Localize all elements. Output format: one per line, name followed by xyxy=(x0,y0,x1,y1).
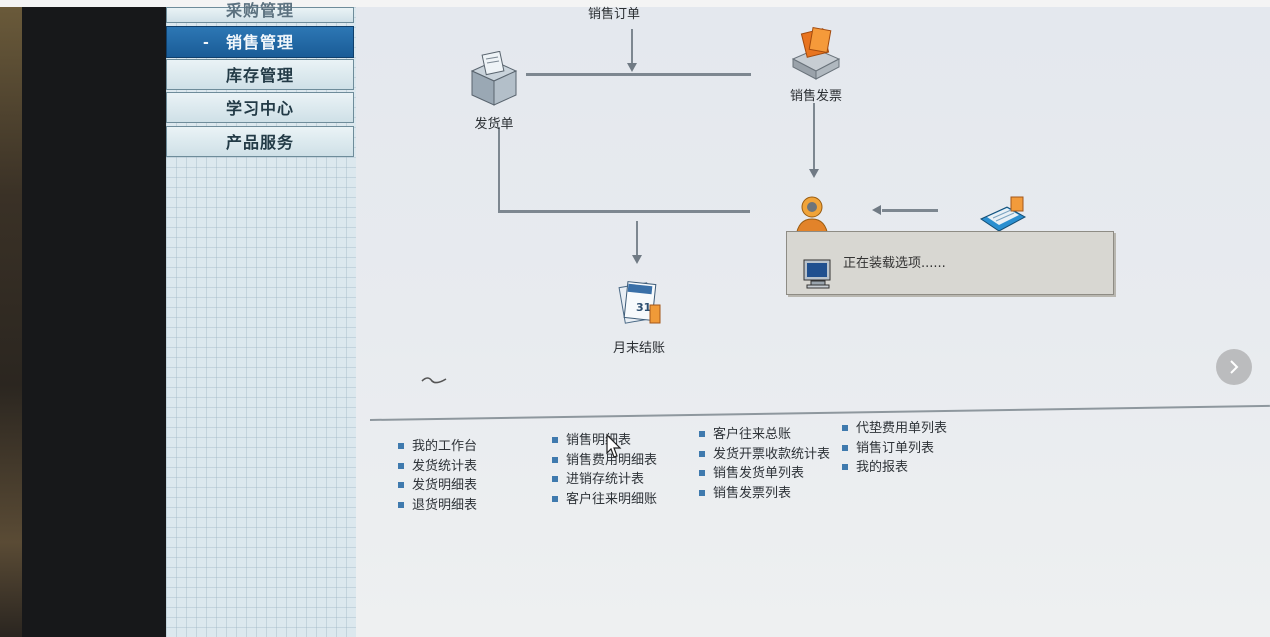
report-column-4: 代垫费用单列表 销售订单列表 我的报表 xyxy=(840,419,947,478)
svg-text:31: 31 xyxy=(636,301,651,314)
arrow-down-icon xyxy=(632,255,642,264)
flow-node-label: 销售发票 xyxy=(789,89,842,104)
flow-node-calculator[interactable] xyxy=(976,193,1030,241)
report-link[interactable]: 进销存统计表 xyxy=(550,470,657,490)
sidebar-item-service[interactable]: 产品服务 xyxy=(166,126,354,157)
flow-diagram: 销售订单 发货单 xyxy=(356,7,1270,417)
report-link[interactable]: 销售费用明细表 xyxy=(550,451,657,471)
report-link[interactable]: 代垫费用单列表 xyxy=(840,419,947,439)
main-panel: 销售订单 发货单 xyxy=(356,7,1270,637)
sidebar-item-label: 销售管理 xyxy=(225,33,294,52)
sidebar-item-sales[interactable]: - 销售管理 xyxy=(166,26,354,58)
arrow-down-icon xyxy=(627,63,637,72)
loading-dialog: 正在装载选项...... xyxy=(786,231,1114,295)
report-link[interactable]: 销售发货单列表 xyxy=(697,464,830,484)
flow-node-label: 月末结账 xyxy=(612,341,665,356)
arrow-left-icon xyxy=(872,205,881,215)
report-link[interactable]: 发货开票收款统计表 xyxy=(697,445,830,465)
sidebar-item-label: 产品服务 xyxy=(225,133,294,152)
flow-line xyxy=(498,210,750,213)
sidebar-item-inventory[interactable]: 库存管理 xyxy=(166,59,354,90)
report-column-3: 客户往来总账 发货开票收款统计表 销售发货单列表 销售发票列表 xyxy=(697,425,830,503)
flow-line xyxy=(813,103,815,169)
mouse-pointer-icon xyxy=(606,433,622,458)
flow-line xyxy=(631,29,633,65)
flow-node-label: 发货单 xyxy=(474,117,514,132)
invoice-icon xyxy=(791,27,841,80)
flow-line xyxy=(526,73,751,76)
active-marker: - xyxy=(203,35,210,51)
flow-line xyxy=(636,221,638,255)
report-link[interactable]: 发货明细表 xyxy=(396,476,477,496)
background-edge xyxy=(0,7,22,637)
sidebar-item-label: 库存管理 xyxy=(225,66,294,85)
sidebar-item-learning[interactable]: 学习中心 xyxy=(166,92,354,123)
sidebar-item-label: 学习中心 xyxy=(225,99,294,118)
loading-text: 正在装载选项...... xyxy=(843,256,946,271)
flow-node-delivery[interactable]: 发货单 xyxy=(464,50,524,132)
flow-top-label[interactable]: 销售订单 xyxy=(588,7,641,22)
computer-icon xyxy=(803,259,831,289)
arrow-down-icon xyxy=(809,169,819,178)
sidebar-item-purchase[interactable]: 采购管理 xyxy=(166,3,354,23)
flow-line xyxy=(882,209,938,212)
report-column-1: 我的工作台 发货统计表 发货明细表 退货明细表 xyxy=(396,437,477,515)
chevron-right-icon xyxy=(1230,360,1239,374)
flow-line xyxy=(498,127,500,213)
calendar-icon: 31 xyxy=(618,281,661,324)
next-button[interactable] xyxy=(1216,349,1252,385)
top-bar xyxy=(0,0,1270,7)
sidebar: 采购管理 - 销售管理 库存管理 学习中心 产品服务 xyxy=(166,3,356,637)
report-link[interactable]: 客户往来明细账 xyxy=(550,490,657,510)
monitor-bezel xyxy=(22,7,168,637)
calculator-icon xyxy=(979,196,1027,232)
flow-node-invoice[interactable]: 销售发票 xyxy=(786,25,846,104)
flow-node-month-end[interactable]: 31 月末结账 xyxy=(608,279,670,356)
delivery-box-icon xyxy=(470,50,518,106)
report-link[interactable]: 销售发票列表 xyxy=(697,484,830,504)
report-link[interactable]: 退货明细表 xyxy=(396,496,477,516)
cursor-mark xyxy=(421,377,447,384)
report-link[interactable]: 我的报表 xyxy=(840,458,947,478)
report-link[interactable]: 销售订单列表 xyxy=(840,439,947,459)
report-link[interactable]: 我的工作台 xyxy=(396,437,477,457)
report-link[interactable]: 发货统计表 xyxy=(396,457,477,477)
sidebar-item-label: 采购管理 xyxy=(225,1,294,20)
report-link[interactable]: 客户往来总账 xyxy=(697,425,830,445)
